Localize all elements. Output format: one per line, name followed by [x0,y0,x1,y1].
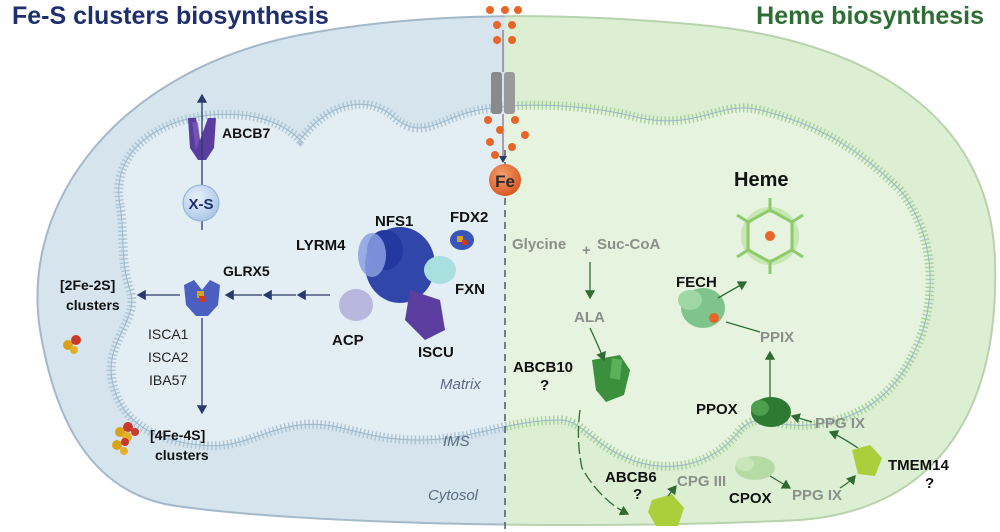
iron-ions [484,6,529,159]
arrow-to-heme [717,281,748,299]
abcb6-label: ABCB6 [605,469,657,486]
acp-label: ACP [332,332,364,349]
matrix-label: Matrix [440,376,481,393]
fe-s-title: Fe-S clusters biosynthesis [12,2,329,30]
fxn-label: FXN [455,281,485,298]
cluster-2fe-label: [2Fe-2S] [60,277,115,293]
iscu-label: ISCU [418,344,454,361]
tmem14-label: TMEM14 [888,457,950,474]
nfs1-label: NFS1 [375,213,413,230]
lyrm4-label: LYRM4 [296,237,346,254]
cpox-label: CPOX [729,490,772,507]
heme-label: Heme [734,169,788,191]
arrow-to-cpgiii [667,484,677,497]
abcb10-protein [592,355,630,402]
tmem14-question: ? [925,475,934,492]
cpgiii-label: CPG III [677,473,726,490]
cluster-2fe-sub: clusters [66,297,120,313]
ppox-protein [751,397,791,427]
iron-channel [491,30,515,163]
iba57-label: IBA57 [149,372,187,388]
cluster-2fe-icon [63,335,81,354]
cluster-4fe-icon [112,422,139,455]
ppix-link [725,321,761,333]
inner-membrane [106,99,935,471]
abcb6-question: ? [633,486,642,503]
abcb10-question: ? [540,377,549,394]
arrow-ala-to-abcb10 [589,327,606,362]
ppgix-1-label: PPG IX [815,415,865,432]
glycine-label: Glycine [512,236,566,253]
glrx5-label: GLRX5 [223,263,270,279]
fdx2-label: FDX2 [450,209,488,226]
fech-protein [678,288,725,328]
tmem14-protein [852,445,882,476]
ppgix-2-label: PPG IX [792,487,842,504]
heme-title: Heme biosynthesis [756,2,984,30]
heme-molecule [736,198,804,274]
ims-label: IMS [443,433,470,450]
cluster-4fe-sub: clusters [155,447,209,463]
arrow-to-ppox [790,413,813,424]
iron-label: Fe [495,172,515,191]
cluster-4fe-label: [4Fe-4S] [150,427,205,443]
isca1-label: ISCA1 [148,326,189,342]
isca2-label: ISCA2 [148,349,189,365]
ppox-label: PPOX [696,401,738,418]
xs-sphere [182,184,220,222]
ala-label: ALA [574,309,605,326]
xs-label: X-S [188,196,213,213]
abcb10-label: ABCB10 [513,359,573,376]
cytosol-label: Cytosol [428,487,479,504]
iron-ball: Fe [489,164,521,196]
abcb6-protein [648,494,684,526]
succoa-label: Suc-CoA [597,236,661,253]
ppix-label: PPIX [760,329,794,346]
arrows-to-glrx5 [136,289,330,415]
fech-label: FECH [676,274,717,291]
arrow-tmem14 [828,430,859,449]
arrow-abcb10-to-abcb6 [577,409,630,516]
arrow-to-ppgix-2 [769,475,792,489]
glrx5-protein [184,280,220,316]
arrow-to-tmem14 [839,475,856,489]
cpox-protein [735,456,775,480]
abcb7-label: ABCB7 [222,125,270,141]
nfs1-complex [339,227,474,340]
plus-label: + [582,242,591,259]
